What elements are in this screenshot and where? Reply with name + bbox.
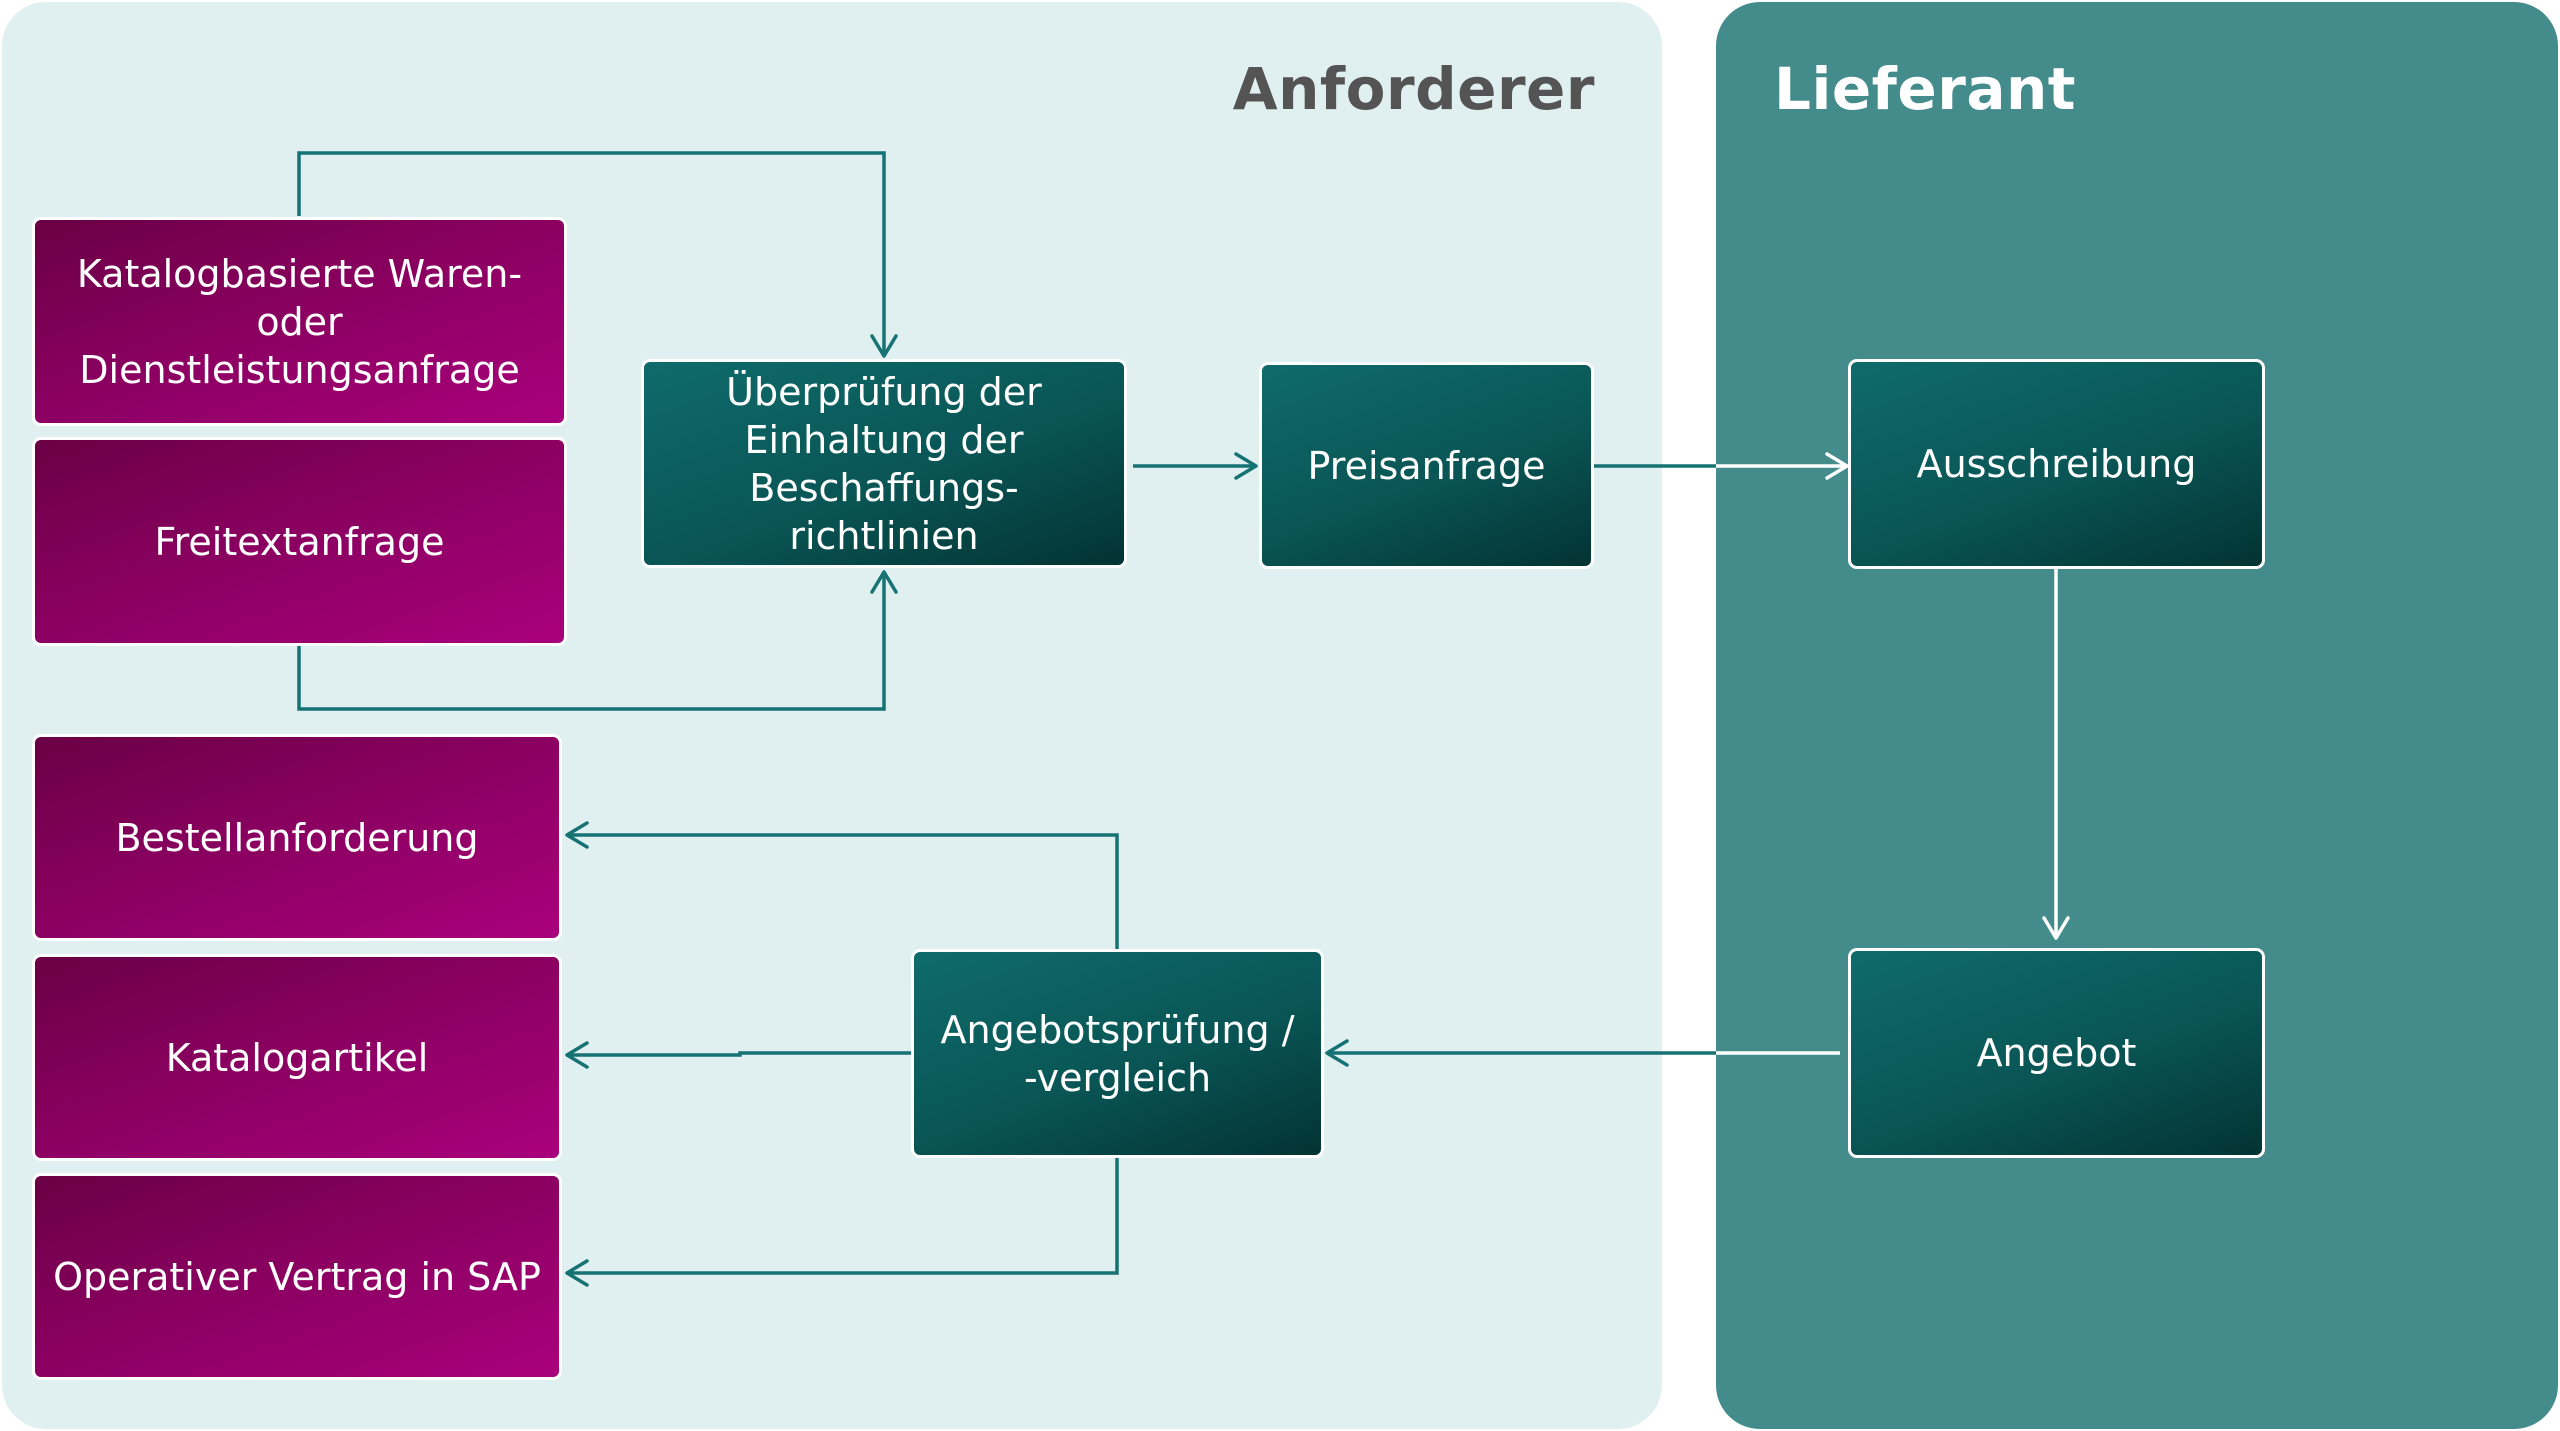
offer-review-box[interactable]: Angebotsprüfung / -vergleich (911, 949, 1324, 1158)
purchase-requisition-label: Bestellanforderung (115, 815, 479, 860)
supplier-lane-title: Lieferant (1774, 55, 2077, 123)
tender-label: Ausschreibung (1916, 442, 2197, 486)
operative-contract-box[interactable]: Operativer Vertrag in SAP (32, 1173, 562, 1380)
supplier-lane (1716, 2, 2558, 1429)
requester-lane-title: Anforderer (1232, 55, 1595, 123)
catalog-item-label: Katalogartikel (165, 1035, 429, 1080)
price-request-box[interactable]: Preisanfrage (1259, 362, 1594, 569)
offer-label: Angebot (1976, 1031, 2137, 1075)
price-request-label: Preisanfrage (1307, 443, 1546, 488)
policy-check-box[interactable]: Überprüfung der Einhaltung der Beschaffu… (641, 359, 1127, 568)
offer-review-label: Angebotsprüfung / -vergleich (940, 1007, 1295, 1100)
free-text-request-box[interactable]: Freitextanfrage (32, 437, 567, 646)
catalog-request-label: Katalogbasierte Waren- oder Dienstleistu… (76, 251, 523, 392)
tender-box[interactable]: Ausschreibung (1848, 359, 2265, 569)
purchase-requisition-box[interactable]: Bestellanforderung (32, 734, 562, 941)
operative-contract-label: Operativer Vertrag in SAP (53, 1254, 541, 1299)
policy-check-label: Überprüfung der Einhaltung der Beschaffu… (726, 369, 1042, 558)
offer-box[interactable]: Angebot (1848, 948, 2265, 1158)
free-text-request-label: Freitextanfrage (154, 519, 445, 564)
catalog-request-box[interactable]: Katalogbasierte Waren- oder Dienstleistu… (32, 217, 567, 426)
catalog-item-box[interactable]: Katalogartikel (32, 954, 562, 1161)
